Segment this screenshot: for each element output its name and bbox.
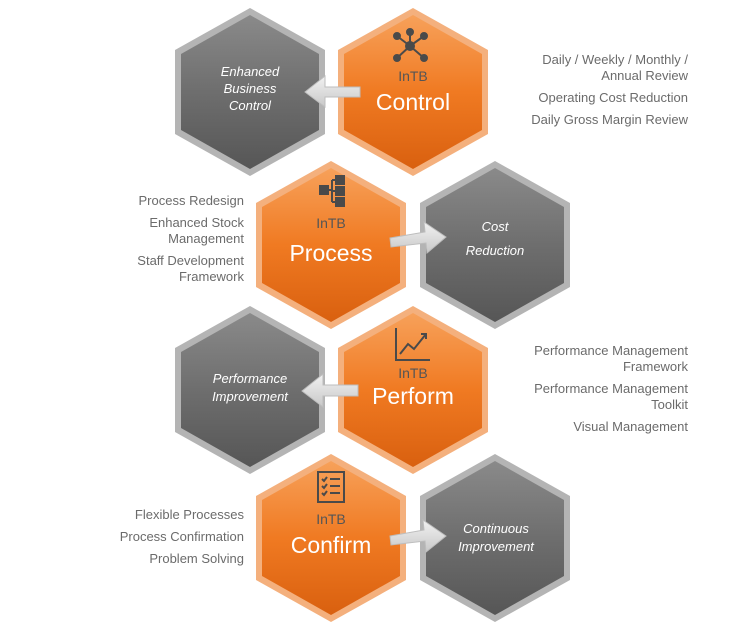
hex-perform: InTB Perform — [338, 306, 488, 474]
hex-continuous-improvement: Continuous Improvement — [420, 454, 570, 622]
note-line: Enhanced Stock — [149, 215, 244, 230]
note-line: Daily / Weekly / Monthly / — [542, 52, 688, 67]
brand-label: InTB — [398, 68, 428, 84]
note-line: Staff Development — [137, 253, 244, 268]
gray-hex-line: Improvement — [458, 539, 535, 554]
gray-hex-line: Improvement — [212, 389, 289, 404]
gray-hex-line: Business — [224, 81, 277, 96]
brand-label: InTB — [316, 215, 346, 231]
stage-title: Confirm — [291, 532, 372, 558]
note-line: Process Confirmation — [119, 529, 244, 544]
gray-hex-line: Cost — [482, 219, 510, 234]
gray-hex-line: Enhanced — [221, 64, 280, 79]
note-line: Visual Management — [573, 419, 688, 434]
arrow-left-icon — [304, 74, 361, 108]
note-line: Management — [168, 231, 244, 246]
gray-hex-line: Control — [229, 98, 272, 113]
hex-enhanced-business-control: Enhanced Business Control — [175, 8, 325, 176]
note-line: Framework — [622, 359, 688, 374]
process-flow-icon — [319, 175, 345, 207]
note-line: Flexible Processes — [134, 507, 244, 522]
note-line: Process Redesign — [138, 193, 245, 208]
hex-performance-improvement: Performance Improvement — [175, 306, 325, 474]
hex-cost-reduction: Cost Reduction — [420, 161, 570, 329]
arrow-right-icon — [389, 518, 447, 553]
note-line: Performance Management — [534, 381, 688, 396]
stage-title: Process — [289, 240, 372, 266]
gray-hex-line: Performance — [213, 371, 287, 386]
hex-confirm: InTB Confirm — [256, 454, 406, 622]
confirm-notes: Flexible Processes Process Confirmation … — [90, 507, 244, 573]
line-chart-icon — [395, 328, 430, 361]
note-line: Operating Cost Reduction — [538, 90, 688, 105]
note-line: Problem Solving — [149, 551, 244, 566]
stage-title: Perform — [372, 383, 454, 409]
control-notes: Daily / Weekly / Monthly / Annual Review… — [500, 52, 688, 134]
arrow-left-icon — [301, 372, 359, 409]
note-line: Framework — [178, 269, 244, 284]
note-line: Performance Management — [534, 343, 688, 358]
network-hub-icon — [393, 28, 428, 62]
checklist-icon — [317, 471, 345, 503]
process-notes: Process Redesign Enhanced Stock Manageme… — [90, 193, 244, 291]
brand-label: InTB — [398, 365, 428, 381]
arrow-right-icon — [389, 220, 447, 254]
hex-process: InTB Process — [256, 161, 406, 329]
gray-hex-line: Continuous — [463, 521, 529, 536]
perform-notes: Performance Management Framework Perform… — [488, 343, 688, 441]
brand-label: InTB — [316, 511, 346, 527]
note-line: Daily Gross Margin Review — [531, 112, 688, 127]
note-line: Toolkit — [651, 397, 688, 412]
stage-title: Control — [376, 89, 450, 115]
note-line: Annual Review — [601, 68, 688, 83]
hex-control: InTB Control — [338, 8, 488, 176]
gray-hex-line: Reduction — [466, 243, 525, 258]
